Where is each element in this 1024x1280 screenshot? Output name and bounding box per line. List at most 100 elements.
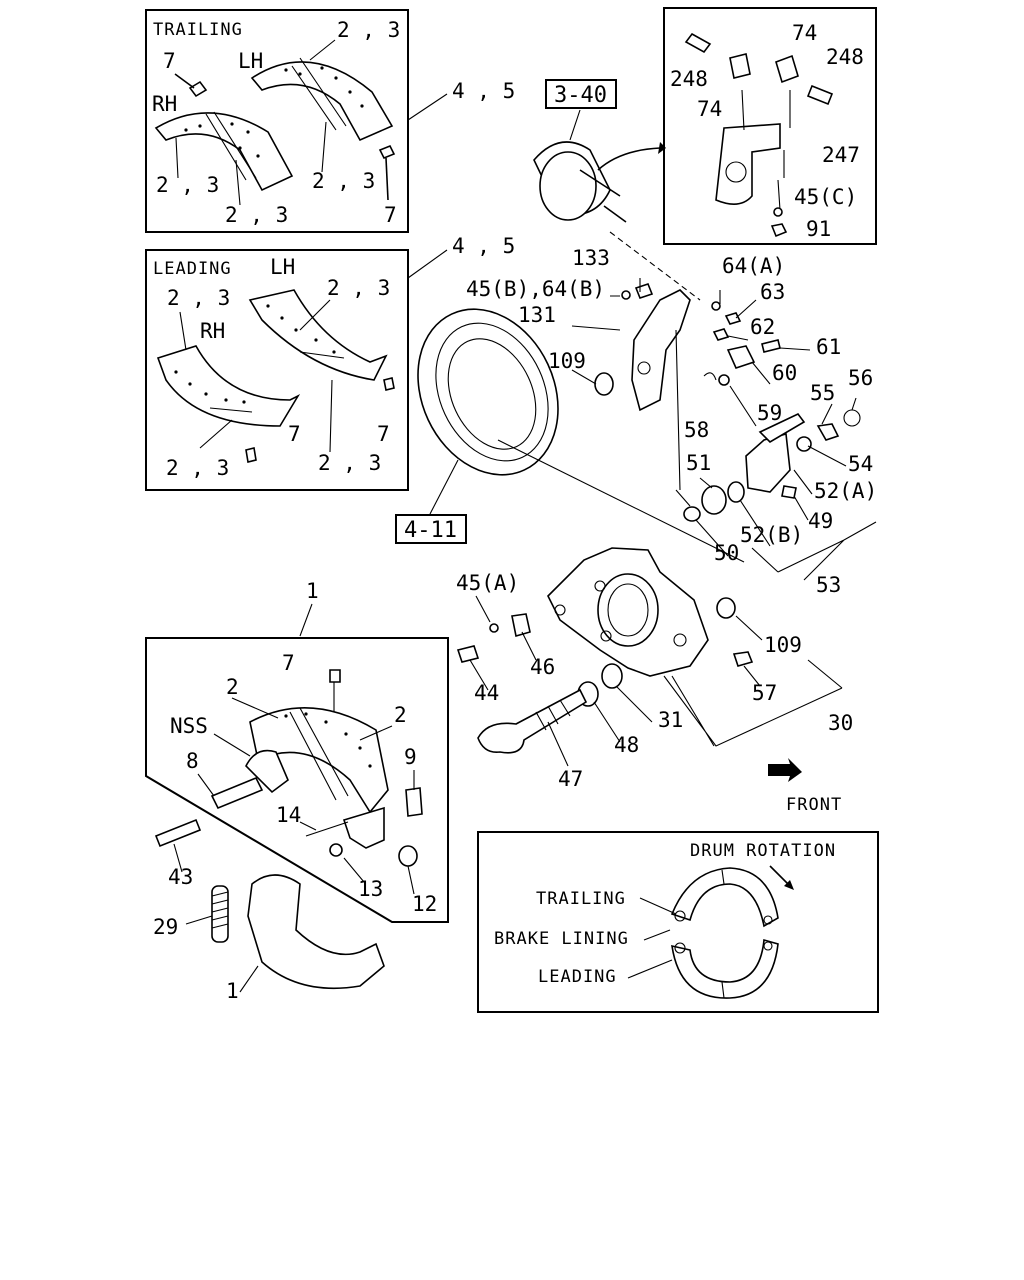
callout-247: 247: [822, 143, 860, 167]
pin-14: [305, 821, 349, 837]
lining-rh-trailing: [154, 112, 294, 192]
callout-7: 7: [282, 651, 295, 675]
bolt-7: [378, 144, 396, 160]
callout-2-3: 2 , 3: [166, 456, 229, 480]
bushing-12: [398, 845, 418, 867]
callout-2: 2: [394, 703, 407, 727]
tee-74: [729, 53, 751, 79]
callout-248: 248: [826, 45, 864, 69]
callout-49: 49: [808, 509, 833, 533]
leading-box-title: LEADING: [153, 259, 232, 279]
front-label: FRONT: [786, 795, 842, 815]
callout-1: 1: [226, 979, 239, 1003]
shoe-trailing-diagram: [670, 867, 779, 928]
callout-29: 29: [153, 915, 178, 939]
callout-45c: 45(C): [794, 185, 857, 209]
callout-56: 56: [848, 366, 873, 390]
callout-1: 1: [306, 579, 319, 603]
bushing-109: [716, 597, 736, 619]
cap-55: [816, 423, 840, 441]
washer-45a: [489, 623, 499, 633]
trailing-lh-label: LH: [238, 49, 263, 73]
leading-lh-label: LH: [270, 255, 295, 279]
valve-bracket-panel: 74 248 248 74 247 45(C) 91: [663, 7, 877, 245]
trailing-lining-panel: TRAILING LH RH 2 , 3 7 2 , 3 2 , 3 2 , 3…: [145, 9, 409, 233]
callout-52b: 52(B): [740, 523, 803, 547]
fitting-57: [732, 651, 754, 667]
bolt-7: [383, 377, 395, 391]
nut-91: [770, 223, 788, 238]
brake-shoe-1: [247, 874, 385, 989]
callout-57: 57: [752, 681, 777, 705]
washer-45b: [621, 290, 631, 300]
callout-133: 133: [572, 246, 610, 270]
callout-47: 47: [558, 767, 583, 791]
leading-rh-label: RH: [200, 319, 225, 343]
leading-lining-panel: LEADING LH RH 2 , 3 2 , 3 2 , 3 7 2 , 3 …: [145, 249, 409, 491]
lining-lh-trailing: [250, 61, 394, 142]
callout-74: 74: [792, 21, 817, 45]
shoe-lining: [249, 707, 389, 814]
callout-7: 7: [288, 422, 301, 446]
callout-30: 30: [828, 711, 853, 735]
callout-51: 51: [686, 451, 711, 475]
callout-44: 44: [474, 681, 499, 705]
ref-3-40: 3-40: [554, 83, 607, 108]
callout-58: 58: [684, 418, 709, 442]
plate-46: [511, 613, 531, 638]
callout-63: 63: [760, 280, 785, 304]
trailing-box-frame: [145, 9, 409, 233]
callout-7: 7: [163, 49, 176, 73]
camshaft-47: [477, 688, 588, 754]
bolt-7: [245, 447, 257, 463]
callout-9: 9: [404, 745, 417, 769]
callout-54: 54: [848, 452, 873, 476]
ref-box-3-40: [545, 79, 617, 109]
bushing-52b: [727, 481, 745, 503]
bolt-7: [188, 80, 208, 98]
shoe-assembly-panel: 7 2 2 NSS 8 9 14 13 12: [145, 637, 449, 923]
ref-box-4-11: [395, 514, 467, 544]
callout-31: 31: [658, 708, 683, 732]
rivet-holes: [184, 66, 364, 158]
pin-43: [154, 818, 202, 848]
fitting-248: [806, 84, 834, 106]
trailing-box-title: TRAILING: [153, 20, 243, 40]
shoe-box-frame: [145, 637, 449, 923]
brake-spider: [547, 547, 709, 677]
trailing-label: TRAILING: [536, 889, 626, 909]
spring-clip-58: [703, 372, 717, 381]
callout-2-3: 2 , 3: [225, 203, 288, 227]
arm-54: [758, 412, 806, 444]
ring-56: [843, 409, 861, 427]
washer-45c: [773, 207, 783, 217]
fitting-248: [684, 32, 712, 54]
washer-54: [796, 436, 812, 452]
slack-adjuster-parts: [571, 278, 877, 581]
callout-59: 59: [757, 401, 782, 425]
bolt-7: [329, 669, 341, 683]
callout-2-3: 2 , 3: [167, 286, 230, 310]
brake-lining-label: BRAKE LINING: [494, 929, 629, 949]
pin-8: [210, 776, 264, 810]
rivet-holes: [284, 712, 372, 768]
fitting-49: [781, 485, 797, 499]
drum-rotation-panel: DRUM ROTATION TRAILING BRAKE LINING LEAD…: [477, 831, 879, 1013]
callout-52a: 52(A): [814, 479, 877, 503]
callout-8: 8: [186, 749, 199, 773]
seal-51: [701, 485, 727, 515]
callout-55: 55: [810, 381, 835, 405]
callout-45b-64b: 45(B),64(B): [466, 277, 605, 301]
lining-lh-leading: [248, 289, 388, 381]
callout-61: 61: [816, 335, 841, 359]
washer-64a: [711, 301, 721, 311]
clevis-60: [726, 345, 756, 369]
callout-131: 131: [518, 303, 556, 327]
bolt-44: [456, 645, 480, 663]
seal-31: [601, 663, 623, 689]
drum-rotation-label: DRUM ROTATION: [690, 841, 836, 861]
tee-74: [775, 54, 799, 84]
nss-label: NSS: [170, 714, 208, 738]
callout-13: 13: [358, 877, 383, 901]
callout-2: 2: [226, 675, 239, 699]
